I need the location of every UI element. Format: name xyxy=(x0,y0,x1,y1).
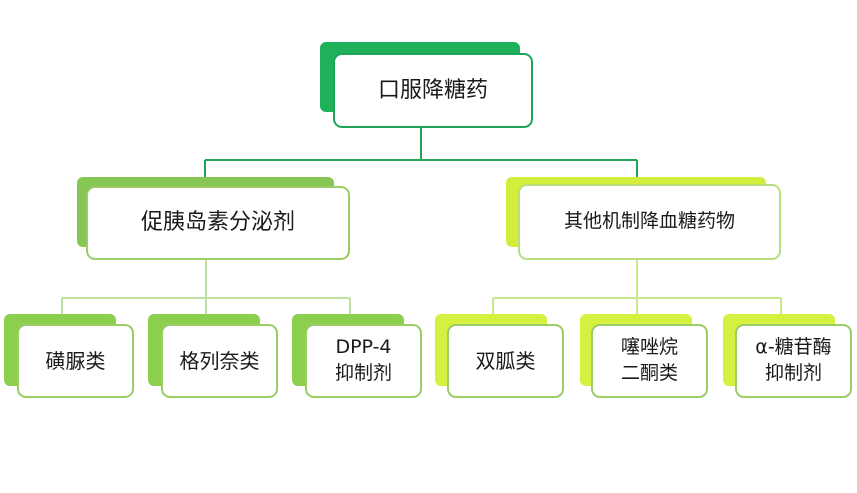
leaf-node-sulfonylureas-label: 磺脲类 xyxy=(45,348,106,373)
category-node-secretagogues-label: 促胰岛素分泌剂 xyxy=(140,210,295,236)
leaf-node-alpha-glucosidase-inhibitors-box: α-糖苷酶 抑制剂 xyxy=(735,324,852,398)
leaf-node-alpha-glucosidase-inhibitors-label: α-糖苷酶 抑制剂 xyxy=(755,336,832,384)
leaf-node-sulfonylureas-box: 磺脲类 xyxy=(17,324,134,398)
leaf-node-thiazolidinediones-box: 噻唑烷 二酮类 xyxy=(591,324,708,398)
leaf-node-glinides-label: 格列奈类 xyxy=(179,348,260,373)
root-node-label: 口服降糖药 xyxy=(377,77,488,103)
category-node-other-mechanisms-box: 其他机制降血糖药物 xyxy=(518,184,781,260)
leaf-node-biguanides-label: 双胍类 xyxy=(475,348,536,373)
category-node-other-mechanisms-label: 其他机制降血糖药物 xyxy=(563,210,735,233)
leaf-node-thiazolidinediones-label: 噻唑烷 二酮类 xyxy=(620,336,678,384)
leaf-node-biguanides-box: 双胍类 xyxy=(447,324,564,398)
category-node-secretagogues-box: 促胰岛素分泌剂 xyxy=(86,186,350,260)
leaf-node-dpp4-inhibitors-label: DPP-4 抑制剂 xyxy=(334,336,392,384)
leaf-node-dpp4-inhibitors-box: DPP-4 抑制剂 xyxy=(305,324,422,398)
root-node-box: 口服降糖药 xyxy=(333,53,533,128)
leaf-node-glinides-box: 格列奈类 xyxy=(161,324,278,398)
